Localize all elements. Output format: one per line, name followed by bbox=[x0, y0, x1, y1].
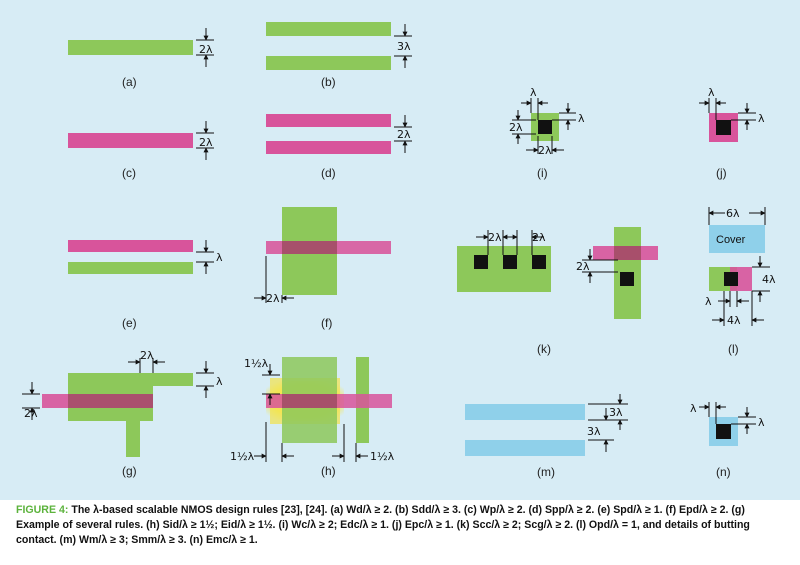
panel-n: λ λ (n) bbox=[690, 402, 765, 479]
label-e: (e) bbox=[122, 316, 137, 330]
contact-cut bbox=[716, 120, 731, 135]
panel-f: 2λ (f) bbox=[254, 207, 391, 330]
label-l: (l) bbox=[728, 342, 739, 356]
dim-g-left: 2λ bbox=[24, 407, 38, 420]
dim-m-spacing: 3λ bbox=[587, 425, 601, 438]
panel-a: 2λ (a) bbox=[68, 28, 214, 89]
dim-l-right: 4λ bbox=[762, 273, 776, 286]
label-m: (m) bbox=[537, 465, 555, 479]
figure-panel: 2λ (a) 3λ (b) 2λ (c) 2λ (d) bbox=[0, 0, 800, 500]
panel-c: 2λ (c) bbox=[68, 121, 214, 180]
contact-cut-2 bbox=[503, 255, 517, 269]
panel-i: λ λ 2λ 2λ (i) bbox=[509, 86, 585, 180]
metal-line-top bbox=[465, 404, 585, 420]
dim-g-right: λ bbox=[216, 375, 223, 388]
butting-contact-cut bbox=[724, 272, 738, 286]
dim-h-left: 1½λ bbox=[230, 450, 255, 463]
metal-line-bottom bbox=[465, 440, 585, 456]
dim-i-left: 2λ bbox=[509, 121, 523, 134]
cover-box bbox=[709, 225, 765, 253]
label-h: (h) bbox=[321, 464, 336, 478]
dim-a: 2λ bbox=[199, 43, 213, 56]
poly-line bbox=[68, 240, 193, 252]
diffusion-line-bottom bbox=[266, 56, 391, 70]
dim-b: 3λ bbox=[397, 40, 411, 53]
diffusion-line bbox=[68, 40, 193, 55]
dim-n-left: λ bbox=[690, 402, 697, 415]
dim-k-gate: 2λ bbox=[576, 260, 590, 273]
caption-text: The λ-based scalable NMOS design rules [… bbox=[16, 504, 750, 546]
label-a: (a) bbox=[122, 75, 137, 89]
channel-overlap bbox=[282, 241, 337, 254]
contact-cut-1 bbox=[474, 255, 488, 269]
contact-cut-4 bbox=[620, 272, 634, 286]
dim-i-bottom: 2λ bbox=[538, 144, 552, 157]
dim-k-spacing-1: 2λ bbox=[488, 231, 502, 244]
dim-c: 2λ bbox=[199, 136, 213, 149]
dim-g-top: 2λ bbox=[140, 349, 154, 362]
label-b: (b) bbox=[321, 75, 336, 89]
dim-n-right: λ bbox=[758, 416, 765, 429]
contact-cut bbox=[716, 424, 731, 439]
panel-k: 2λ 2λ 2λ (k) bbox=[457, 227, 658, 356]
dim-l-bottom: 4λ bbox=[727, 314, 741, 327]
dim-k-spacing-2: 2λ bbox=[532, 231, 546, 244]
dim-e: λ bbox=[216, 251, 223, 264]
dim-j-right: λ bbox=[758, 112, 765, 125]
poly-line-top bbox=[266, 114, 391, 127]
dim-j-top: λ bbox=[708, 86, 715, 99]
contact-cut-3 bbox=[532, 255, 546, 269]
panel-g: 2λ λ 2λ (g) bbox=[22, 349, 223, 478]
cover-label: Cover bbox=[716, 234, 746, 246]
label-g: (g) bbox=[122, 464, 137, 478]
label-c: (c) bbox=[122, 166, 136, 180]
poly-line bbox=[68, 133, 193, 148]
label-d: (d) bbox=[321, 166, 336, 180]
dim-h-top: 1½λ bbox=[244, 357, 269, 370]
figure-caption: FIGURE 4: The λ-based scalable NMOS desi… bbox=[16, 503, 786, 548]
panel-h: 1½λ 1½λ 1½λ (h) bbox=[230, 357, 395, 478]
diffusion-leg bbox=[126, 405, 140, 457]
label-i: (i) bbox=[537, 166, 548, 180]
panel-d: 2λ (d) bbox=[266, 114, 412, 180]
diffusion-line-top bbox=[266, 22, 391, 36]
panel-b: 3λ (b) bbox=[266, 22, 412, 89]
dim-h-right: 1½λ bbox=[370, 450, 395, 463]
panel-m: 3λ 3λ (m) bbox=[465, 394, 628, 479]
dim-l-overlap: λ bbox=[705, 295, 712, 308]
dim-f: 2λ bbox=[266, 292, 280, 305]
label-f: (f) bbox=[321, 316, 332, 330]
contact-cut bbox=[538, 120, 552, 134]
channel-overlap bbox=[614, 246, 641, 260]
dim-i-right: λ bbox=[578, 112, 585, 125]
diffusion-line bbox=[68, 262, 193, 274]
panel-e: λ (e) bbox=[68, 240, 223, 330]
poly-line-bottom bbox=[266, 141, 391, 154]
label-n: (n) bbox=[716, 465, 731, 479]
design-rules-diagram: 2λ (a) 3λ (b) 2λ (c) 2λ (d) bbox=[22, 22, 776, 479]
caption-title: FIGURE 4: bbox=[16, 504, 69, 516]
dim-d: 2λ bbox=[397, 128, 411, 141]
channel-overlap bbox=[68, 394, 153, 408]
dim-l-top: 6λ bbox=[726, 207, 740, 220]
panel-l: 6λ Cover 4λ λ 4λ (l) bbox=[705, 207, 776, 356]
label-j: (j) bbox=[716, 166, 727, 180]
dim-m-width: 3λ bbox=[609, 406, 623, 419]
label-k: (k) bbox=[537, 342, 551, 356]
channel-overlap bbox=[282, 394, 337, 408]
panel-j: λ λ (j) bbox=[699, 86, 765, 180]
dim-i-top: λ bbox=[530, 86, 537, 99]
